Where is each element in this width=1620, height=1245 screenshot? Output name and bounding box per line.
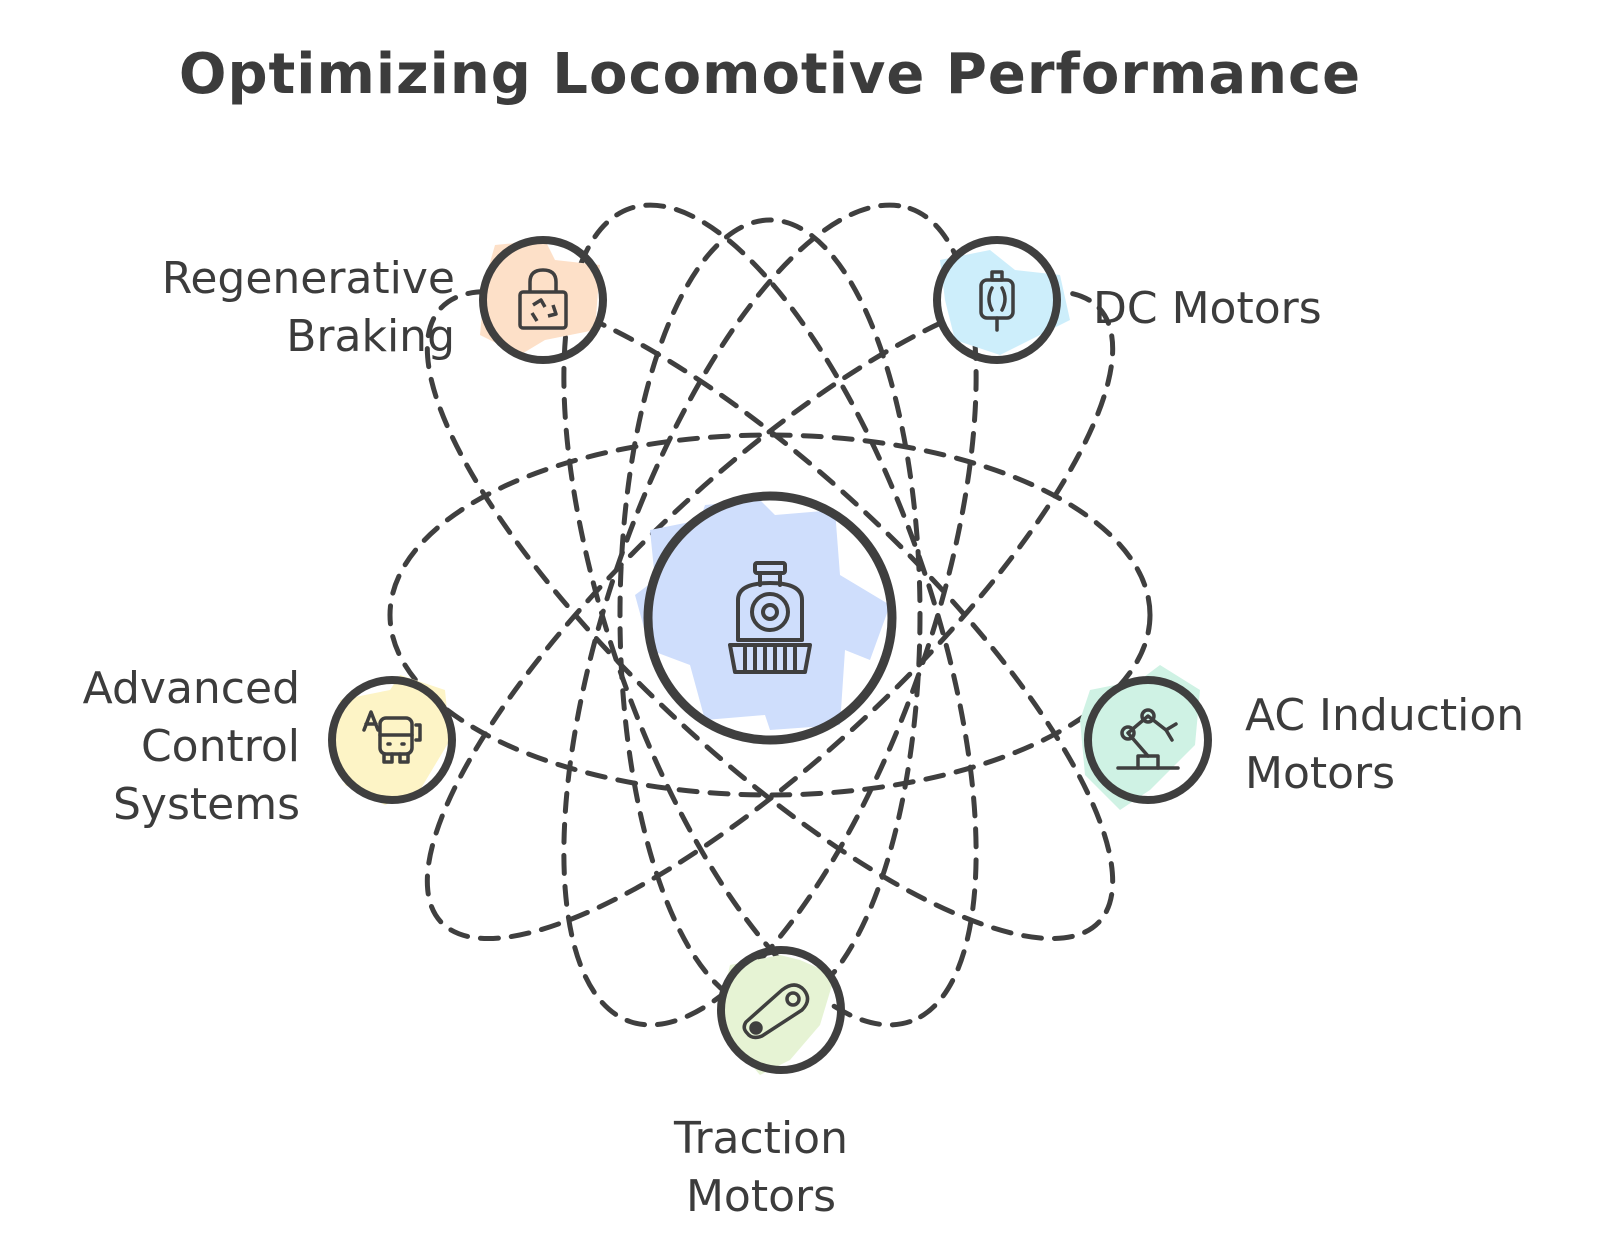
ac-induction-node	[1080, 665, 1212, 810]
advanced-control-label-line-3: Systems	[113, 779, 300, 830]
advanced-control-label-line-2: Control	[140, 721, 300, 772]
traction-motors-label-line-2: Motors	[685, 1171, 837, 1222]
steam-locomotive-icon	[728, 561, 812, 674]
regenerative-braking-label-line-1: Regenerative	[161, 253, 455, 304]
page-title: Optimizing Locomotive Performance	[178, 42, 1362, 107]
robotic-arm-icon	[1116, 708, 1180, 770]
orbit-diagonal-b	[424, 288, 1116, 942]
orbit-steep-b	[561, 202, 979, 1028]
ac-induction-label-line-2: Motors	[1245, 748, 1396, 799]
dc-motors-label: DC Motors	[1093, 280, 1322, 338]
traction-motors-label: Traction Motors	[561, 1110, 961, 1226]
dc-motors-node	[933, 236, 1070, 364]
regenerative-braking-label: Regenerative Braking	[162, 250, 455, 366]
ac-induction-fill	[1080, 665, 1200, 810]
dc-motor-icon	[979, 270, 1015, 332]
advanced-control-label-line-1: Advanced	[82, 663, 300, 714]
dc-motors-ring	[933, 236, 1061, 364]
ac-induction-label-line-1: AC Induction	[1245, 690, 1525, 741]
advanced-control-ring	[328, 676, 456, 804]
recycle-battery-icon	[518, 268, 568, 330]
traction-motors-node	[717, 946, 845, 1075]
belt-drive-icon	[742, 983, 810, 1040]
center-ring	[643, 491, 897, 745]
advanced-control-fill	[335, 675, 450, 805]
regenerative-braking-label-line-2: Braking	[286, 311, 455, 362]
orbit-diagonal-a	[424, 288, 1116, 942]
regenerative-braking-fill	[480, 240, 600, 355]
automated-vehicle-icon	[362, 710, 422, 764]
regenerative-braking-ring	[479, 236, 607, 364]
traction-motors-fill	[722, 955, 835, 1075]
center-node	[635, 491, 897, 745]
orbit-horizontal	[387, 432, 1153, 798]
orbit-steep-a	[561, 202, 979, 1028]
dc-motors-label-line-1: DC Motors	[1093, 283, 1322, 334]
traction-motors-ring	[717, 946, 845, 1074]
regenerative-braking-node	[479, 236, 607, 364]
ac-induction-ring	[1084, 676, 1212, 804]
traction-motors-label-line-1: Traction	[674, 1113, 848, 1164]
orbit-lines	[387, 202, 1153, 1028]
advanced-control-label: Advanced Control Systems	[83, 660, 300, 834]
advanced-control-node	[328, 675, 456, 805]
ac-induction-label: AC Induction Motors	[1245, 687, 1524, 803]
